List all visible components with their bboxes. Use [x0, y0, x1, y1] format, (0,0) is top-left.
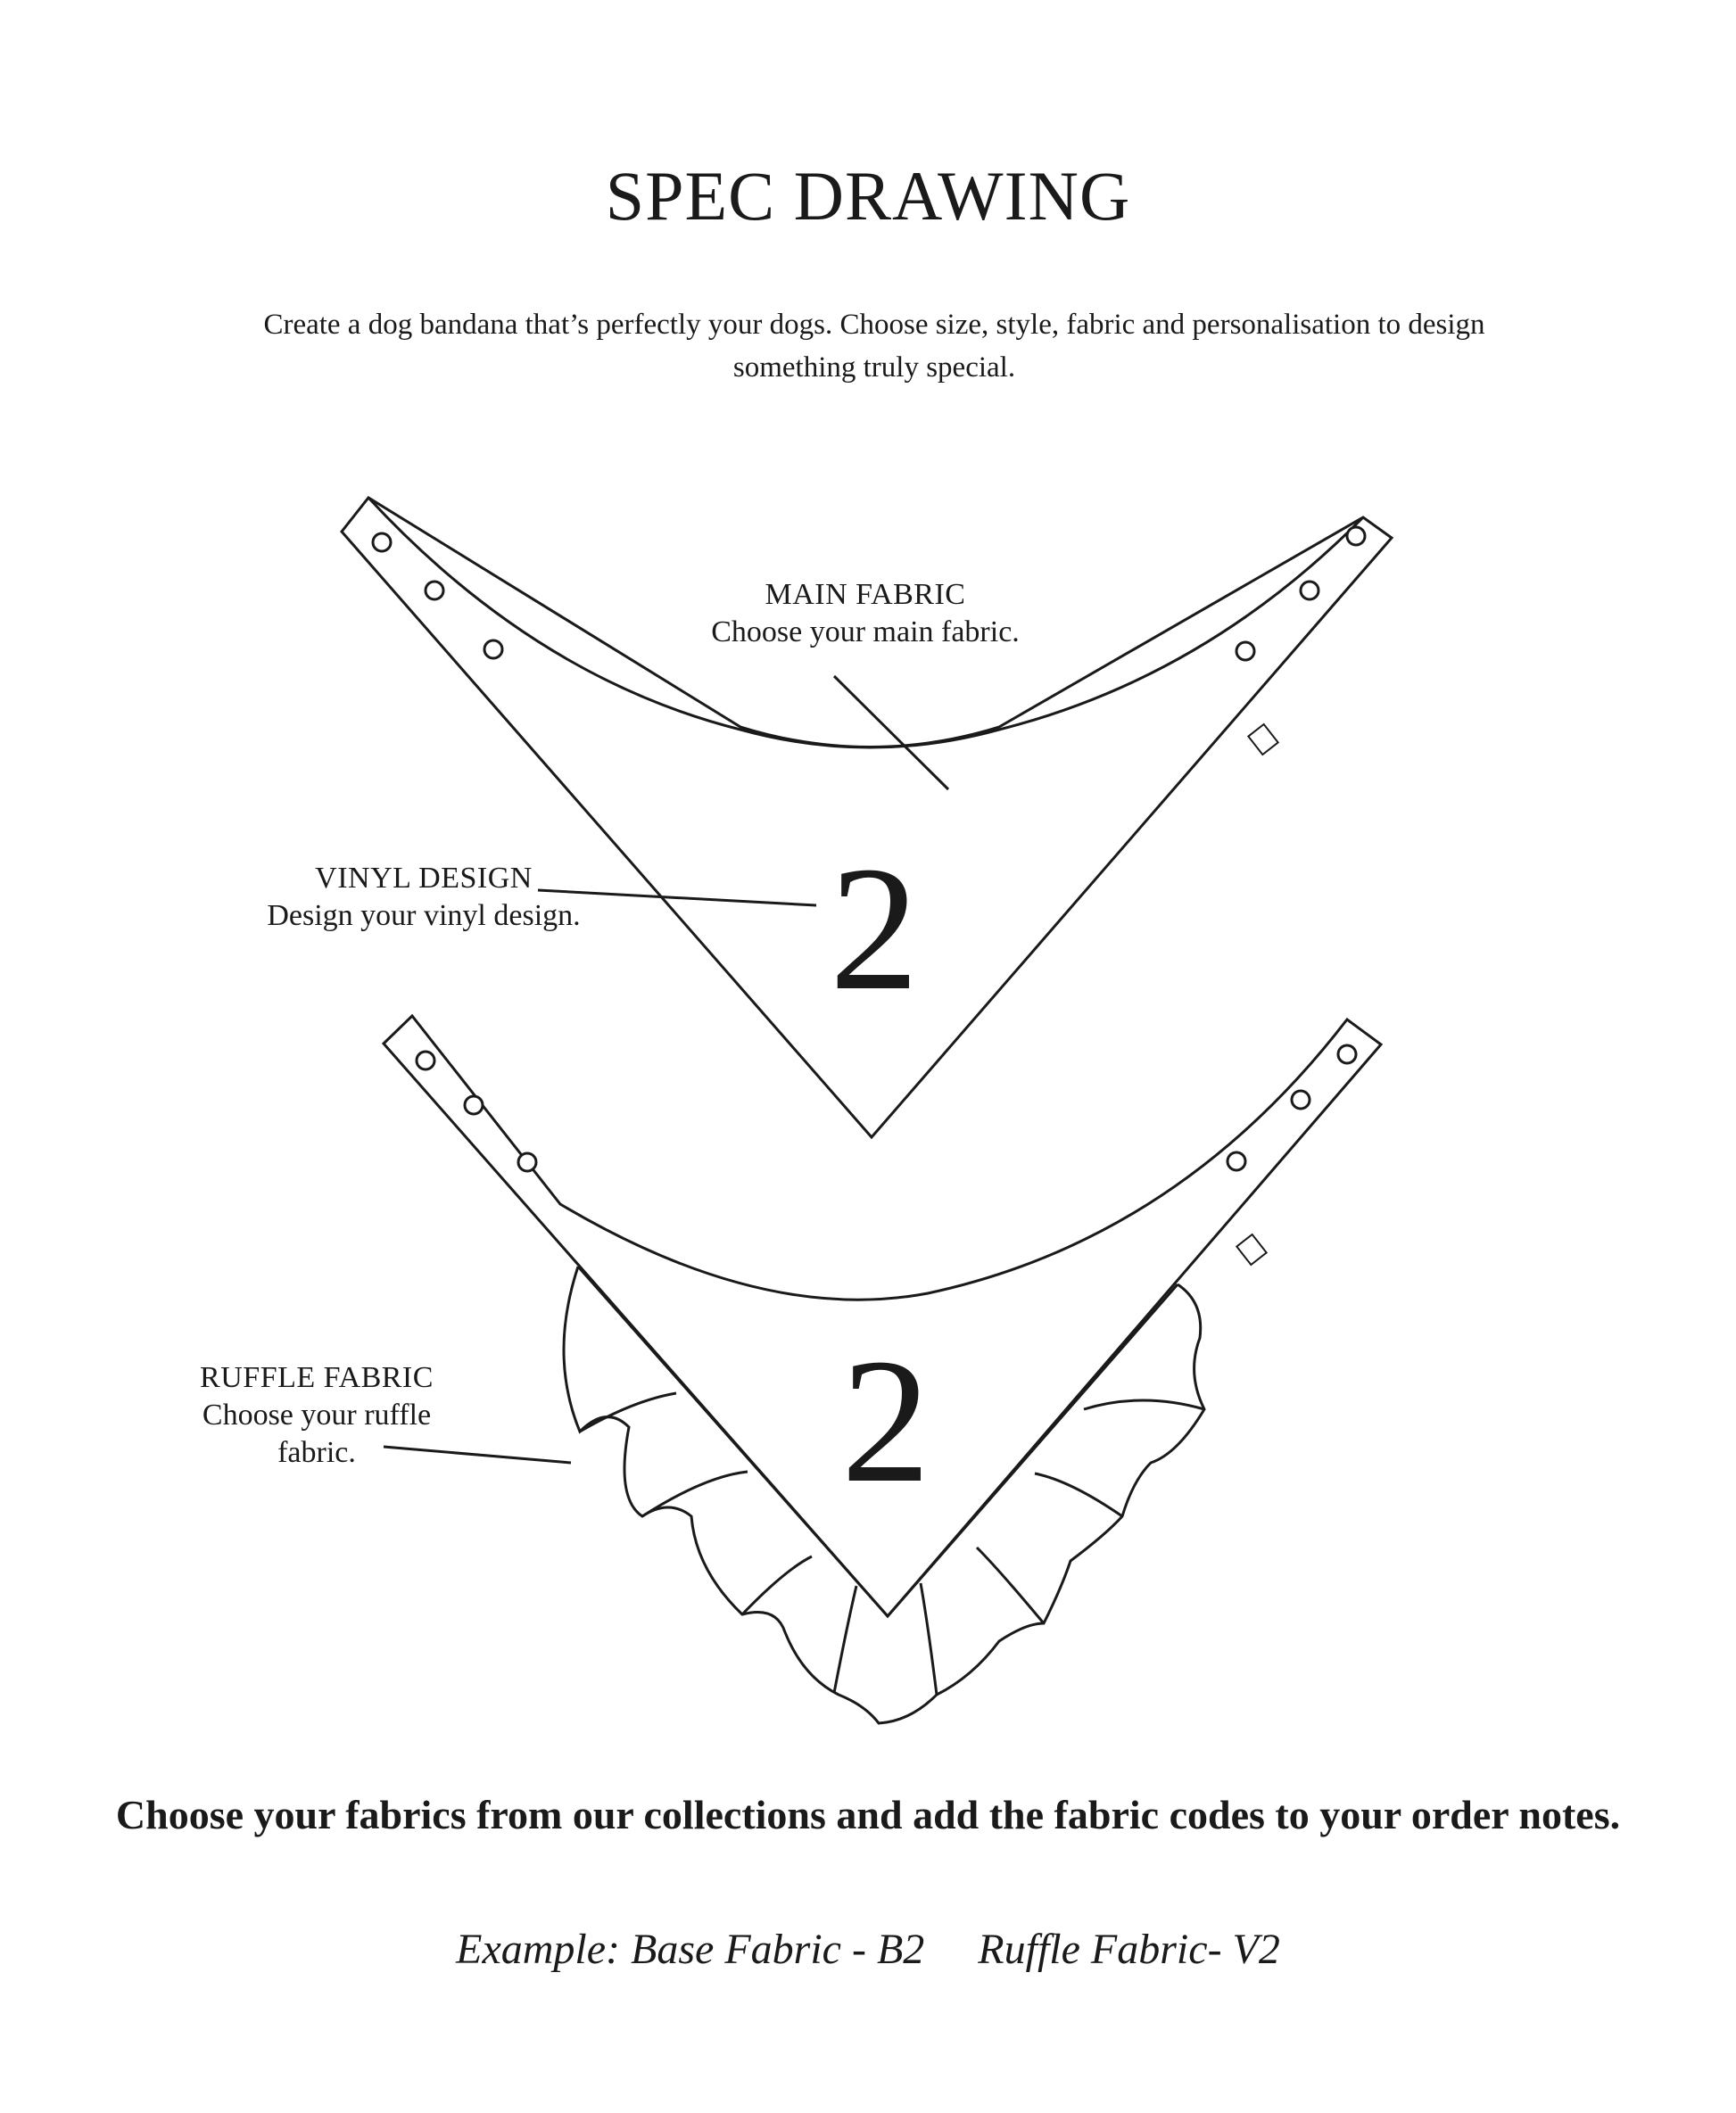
ruffle-bandana-outline [381, 1013, 1384, 1619]
leader-vinyl-design [537, 888, 817, 907]
ruffle-outline [562, 1266, 1206, 1725]
vinyl-number-bottom: 2 [841, 1323, 930, 1520]
main-fabric-label: MAIN FABRIC Choose your main fabric. [678, 576, 1053, 651]
page-title: SPEC DRAWING [605, 157, 1131, 235]
ruffle-fabric-subtext: Choose your ruffle fabric. [202, 1399, 432, 1469]
brand-tag-bottom [1235, 1233, 1269, 1267]
example-line: Example: Base Fabric - B2 Ruffle Fabric-… [0, 1925, 1736, 1974]
intro-text: Create a dog bandana that’s perfectly yo… [263, 309, 1485, 384]
brand-tag-top [1246, 722, 1280, 756]
snap-buttons-bottom [415, 1044, 1358, 1173]
example-ruffle-fabric: Ruffle Fabric- V2 [978, 1926, 1280, 1973]
ruffle-fabric-heading: RUFFLE FABRIC [200, 1361, 434, 1394]
vinyl-design-label: VINYL DESIGN Design your vinyl design. [241, 860, 607, 935]
example-base-fabric: Example: Base Fabric - B2 [456, 1926, 925, 1973]
main-fabric-subtext: Choose your main fabric. [711, 615, 1020, 648]
snap-buttons-top [371, 525, 1367, 662]
leader-ruffle-fabric [383, 1445, 572, 1465]
footer-instructions: Choose your fabrics from our collections… [115, 1792, 1621, 1837]
main-fabric-heading: MAIN FABRIC [765, 578, 966, 611]
ruffle-fabric-label: RUFFLE FABRIC Choose your ruffle fabric. [169, 1359, 464, 1472]
plain-bandana-outline [340, 496, 1394, 1140]
vinyl-number-top: 2 [830, 830, 919, 1028]
vinyl-design-heading: VINYL DESIGN [315, 862, 533, 895]
leader-main-fabric [832, 674, 950, 791]
vinyl-design-subtext: Design your vinyl design. [267, 899, 581, 932]
